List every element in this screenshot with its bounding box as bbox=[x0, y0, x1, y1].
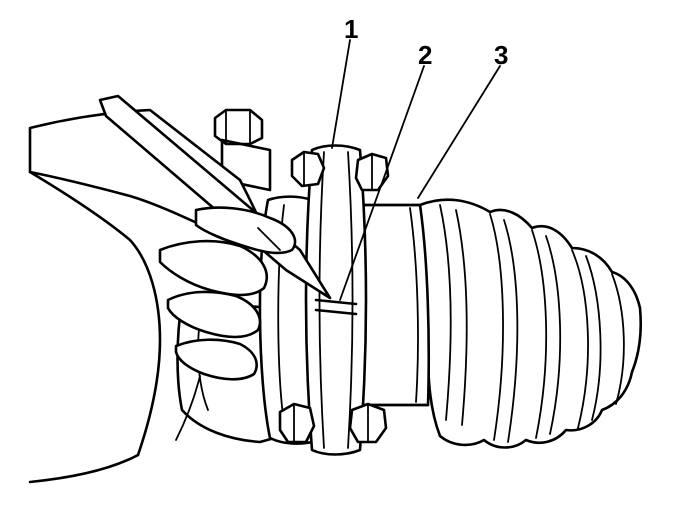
leader-3 bbox=[417, 65, 501, 199]
axle-boot bbox=[418, 198, 643, 449]
hand-holding-scribe bbox=[28, 94, 332, 484]
callout-3: 3 bbox=[494, 40, 508, 70]
callout-2: 2 bbox=[418, 40, 432, 70]
callout-1: 1 bbox=[344, 14, 358, 44]
cv-joint-housing bbox=[348, 203, 431, 407]
leader-1 bbox=[331, 39, 351, 149]
leader-2 bbox=[339, 65, 425, 301]
axle-flange bbox=[304, 144, 368, 456]
flange-bolts bbox=[278, 150, 390, 444]
callout-leaders bbox=[331, 39, 501, 301]
